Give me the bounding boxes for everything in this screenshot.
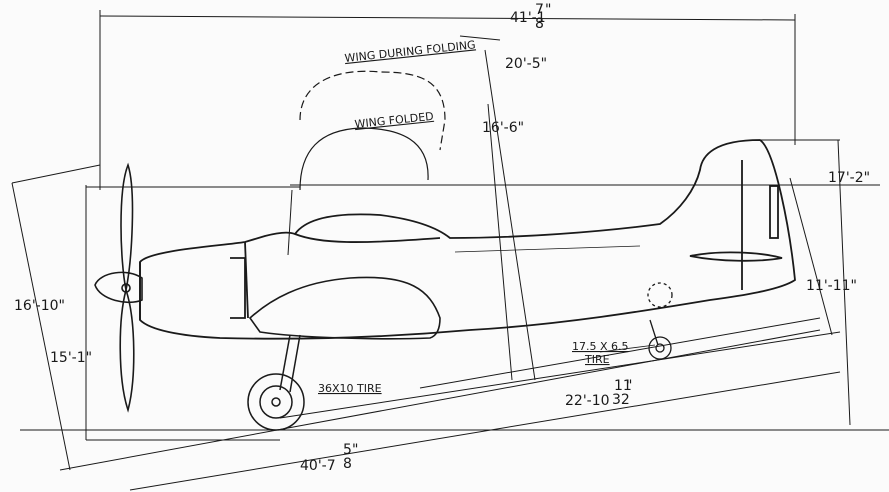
svg-text:": ": [352, 442, 358, 458]
svg-text:32: 32: [612, 392, 630, 408]
wing-folded-label: WING FOLDED: [354, 110, 434, 131]
main-tire-label: 36X10 TIRE: [318, 382, 382, 395]
leader-lines: [454, 245, 656, 353]
height-wing-folding-dimension: 20'-5": [505, 56, 547, 72]
svg-text:5: 5: [343, 442, 352, 458]
tail-tire-size-label: 17.5 X 6.5: [572, 340, 629, 353]
svg-text:40'-7: 40'-7: [300, 458, 336, 474]
wing-outline-folded: [299, 127, 429, 191]
tail-wheel: [647, 282, 673, 360]
tail-height-dimension: 17'-2": [828, 170, 870, 186]
svg-text:41'-1: 41'-1: [510, 10, 546, 26]
wing-during-folding-label: WING DURING FOLDING: [344, 38, 476, 65]
svg-text:7: 7: [535, 2, 544, 18]
main-landing-gear: [247, 334, 305, 431]
dimension-lines: [11, 10, 889, 491]
svg-text:": ": [545, 2, 551, 18]
prop-span-dimension: 16'-10": [14, 298, 65, 314]
propeller: [94, 162, 143, 413]
overall-length-dimension: 41'-1 7 8 ": [510, 2, 551, 32]
wing-outline-folding: [299, 70, 446, 151]
ground-length-dimension: 40'-7 5 8 ": [300, 442, 358, 474]
svg-text:": ": [626, 378, 632, 394]
tail-tire-word-label: TIRE: [584, 353, 610, 366]
gear-height-dimension: 15'-1": [50, 350, 92, 366]
height-wing-folded-dimension: 16'-6": [482, 120, 524, 136]
svg-text:8: 8: [535, 16, 544, 32]
tail-span-dimension: 11'-11": [806, 278, 857, 294]
svg-text:11: 11: [614, 378, 632, 394]
svg-text:22'-10: 22'-10: [565, 393, 610, 409]
wing-root: [248, 276, 441, 340]
wheelbase-dimension: 22'-10 11 32 ": [565, 378, 632, 409]
svg-text:8: 8: [343, 456, 352, 472]
fuselage: [139, 139, 796, 340]
